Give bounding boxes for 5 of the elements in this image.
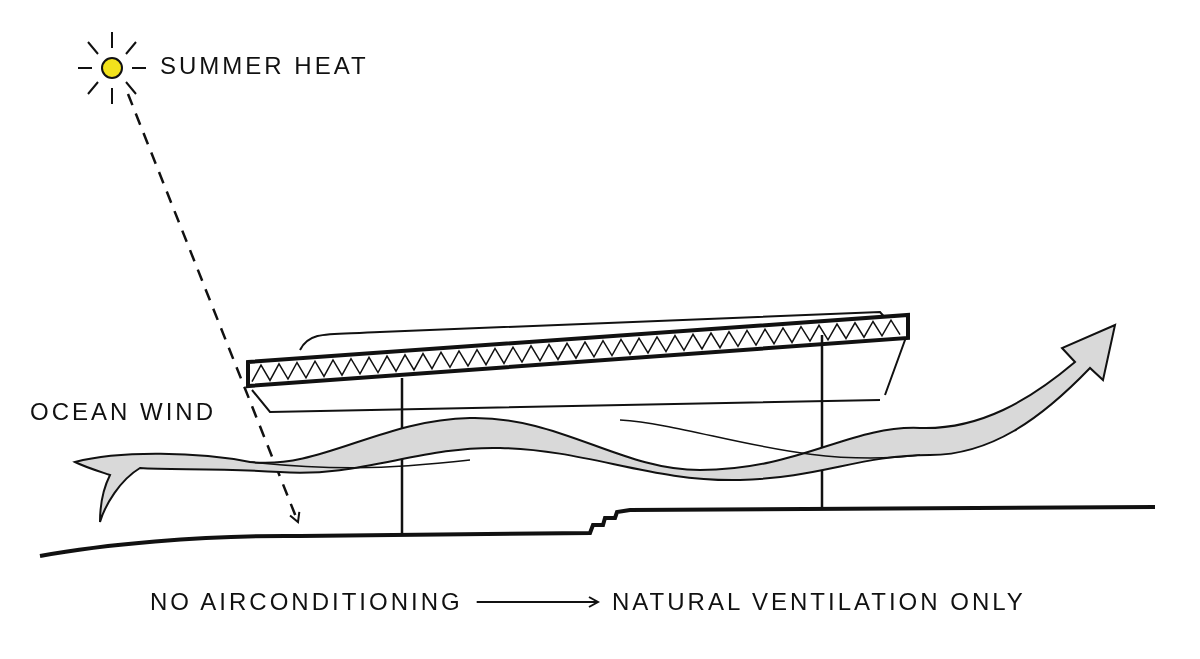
caption-text: NO AIRCONDITIONING (150, 588, 463, 616)
caption-text: NATURAL VENTILATION ONLY (612, 588, 1026, 616)
arrow (475, 596, 599, 608)
annotation-text: OCEAN WIND (30, 398, 216, 426)
annotation-text: SUMMER HEAT (160, 52, 369, 80)
